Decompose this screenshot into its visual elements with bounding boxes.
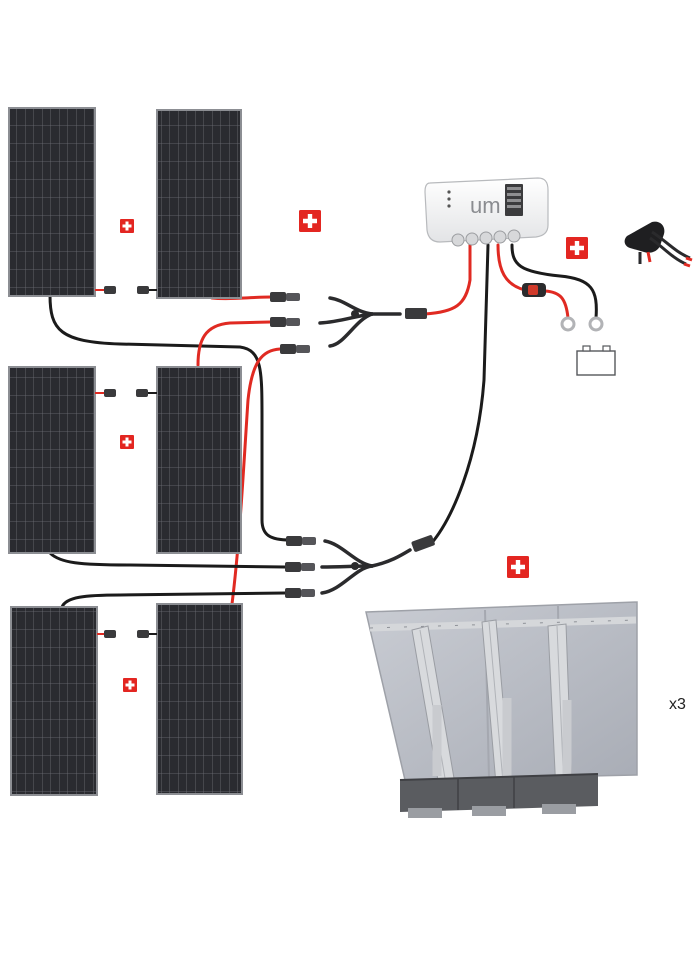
y-branch-connector	[318, 296, 402, 348]
series-connector	[97, 630, 157, 638]
series-connector-group	[95, 286, 157, 638]
mc4-connector	[280, 344, 310, 354]
mc4-connector	[285, 588, 315, 598]
series-connector	[95, 286, 157, 294]
solar-panel	[156, 109, 242, 299]
red-cable-to-controller	[423, 243, 472, 316]
black-cable-bottom-panel	[60, 591, 287, 609]
battery	[576, 345, 616, 376]
mount-quantity-label: x3	[669, 696, 686, 713]
mc4-connector-group	[270, 292, 435, 598]
controller-terminal-group	[451, 229, 521, 247]
plus-badge	[299, 210, 321, 232]
ring-terminal	[560, 316, 576, 332]
plus-badge	[120, 219, 134, 233]
red-cable-middle-panel	[196, 320, 272, 367]
plus-badge	[507, 556, 529, 578]
solar-panel	[10, 606, 98, 796]
plus-badge	[120, 435, 134, 449]
solar-panel	[8, 107, 96, 297]
solar-panel-group	[8, 107, 243, 796]
red-cable-to-battery	[543, 289, 570, 320]
series-connector	[95, 389, 157, 397]
controller-logo: um	[470, 193, 501, 218]
y-branch-connector	[320, 539, 412, 595]
mc4-connector	[285, 562, 315, 572]
fuse-holder	[522, 283, 546, 297]
black-cable-to-battery	[510, 243, 598, 320]
ground-mount-frame	[365, 601, 638, 818]
solar-panel	[8, 366, 96, 554]
plus-badge	[566, 237, 588, 259]
mc4-connector	[411, 535, 435, 552]
black-cable-middle-panel	[48, 551, 287, 569]
plus-badge	[123, 678, 137, 692]
black-cable-top-panel	[48, 293, 292, 542]
cable-layer	[48, 243, 598, 609]
red-cable-to-fuse	[496, 243, 527, 292]
mc4-connector	[270, 292, 300, 302]
cable-gland	[624, 221, 693, 268]
black-cable-to-controller	[428, 243, 490, 547]
red-cable-bottom-panel	[230, 347, 282, 606]
mc4-connector	[405, 308, 427, 319]
charge-controller: um	[424, 177, 549, 247]
mc4-connector	[286, 536, 316, 546]
solar-panel	[156, 366, 242, 554]
mc4-connector	[270, 317, 300, 327]
solar-panel	[156, 603, 243, 795]
ballast-base	[399, 773, 599, 818]
ring-terminal	[588, 316, 604, 332]
